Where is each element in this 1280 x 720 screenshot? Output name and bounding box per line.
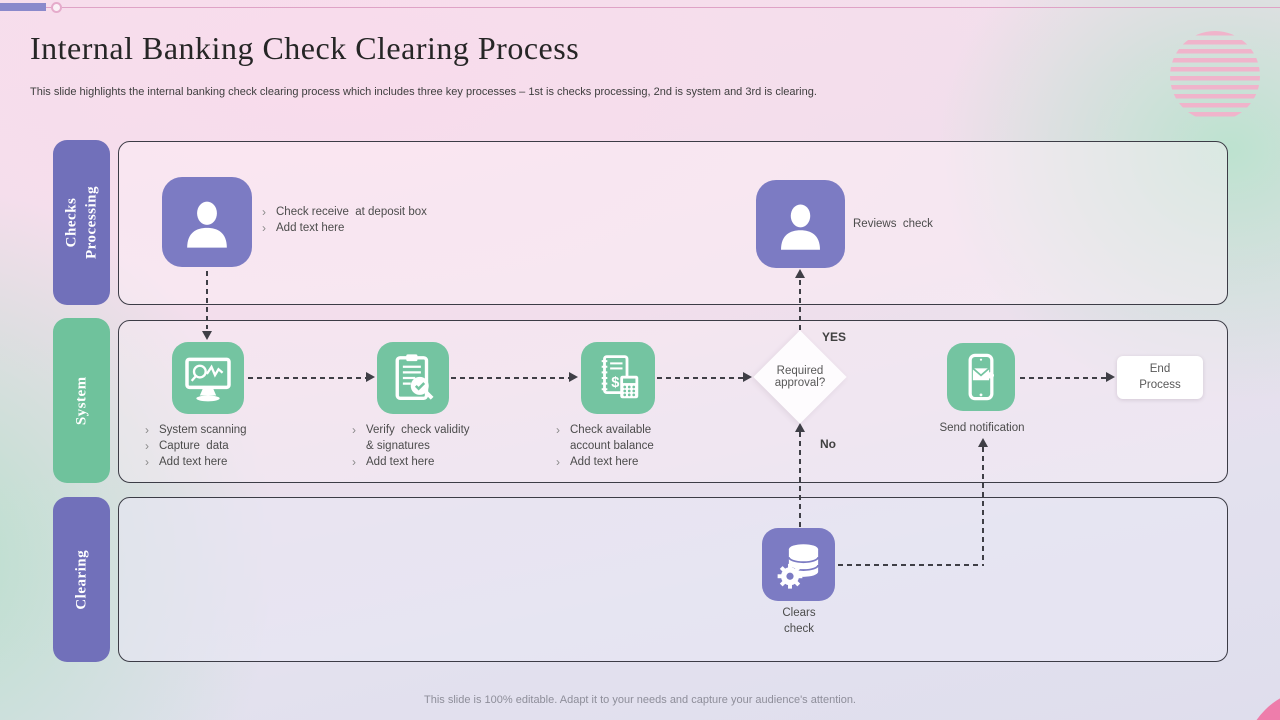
lane-label: Checks Processing — [63, 185, 99, 260]
verify-check-bullets: › Verify check validity & signatures › A… — [352, 422, 470, 470]
lane-system: System — [53, 318, 110, 483]
connector-decision-to-review — [799, 280, 801, 330]
arrowhead-up-icon — [795, 269, 805, 278]
arrowhead-up-icon — [978, 438, 988, 447]
connector-notification-to-end — [1020, 377, 1106, 379]
page-title: Internal Banking Check Clearing Process — [30, 30, 580, 66]
bullet-icon: › — [556, 455, 560, 469]
bullet-text: Check available — [570, 424, 652, 436]
clears-check-label: Clears check — [782, 607, 819, 635]
system-scanning-bullets: › System scanning › Capture data › Add t… — [145, 422, 247, 470]
review-person-tile — [756, 180, 845, 268]
decision-yes-label: YES — [822, 330, 847, 344]
bullet-text: Add text here — [366, 456, 435, 468]
bullet-text: Verify check validity — [366, 424, 470, 436]
clipboard-check-icon — [395, 354, 434, 400]
connector-balance-to-decision — [657, 377, 743, 379]
arrowhead-right-icon — [1106, 372, 1115, 382]
arrowhead-up-icon — [795, 423, 805, 432]
bullet-icon: › — [556, 423, 560, 437]
end-process-box: End Process — [1117, 356, 1203, 399]
page-subtitle: This slide highlights the internal banki… — [30, 86, 817, 98]
checks-processing-row-container — [118, 141, 1228, 305]
required-approval-decision: Required approval? — [753, 330, 847, 424]
deposit-bullets: › Check receive at deposit box › Add tex… — [262, 204, 427, 236]
top-accent-bar — [0, 3, 46, 11]
connector-clears-to-decision — [799, 432, 801, 528]
arrowhead-right-icon — [366, 372, 375, 382]
connector-clears-to-notification-horizontal — [838, 564, 984, 566]
account-balance-tile: $ — [581, 342, 655, 414]
monitor-scan-icon — [185, 357, 231, 402]
arrowhead-right-icon — [569, 372, 578, 382]
bullet-icon: › — [145, 423, 149, 437]
lane-checks-processing: Checks Processing — [53, 140, 110, 305]
send-notification-label: Send notification — [939, 422, 1025, 434]
system-row-container — [118, 320, 1228, 483]
top-divider-line — [0, 7, 1280, 8]
lane-label: System — [72, 376, 89, 425]
footer-note: This slide is 100% editable. Adapt it to… — [424, 694, 856, 706]
bullet-text: account balance — [570, 440, 654, 452]
lane-clearing: Clearing — [53, 497, 110, 662]
account-balance-bullets: › Check available account balance › Add … — [556, 422, 654, 470]
connector-clears-to-notification-vertical — [982, 447, 984, 565]
reviews-check-label: Reviews check — [853, 218, 933, 230]
person-icon — [187, 201, 227, 248]
bullet-icon: › — [262, 221, 266, 235]
bullet-text: System scanning — [159, 424, 247, 436]
end-process-label: End Process — [1139, 362, 1181, 391]
bullet-icon: › — [352, 455, 356, 469]
bullet-text: Check receive at deposit box — [276, 206, 427, 218]
bullet-icon: › — [145, 439, 149, 453]
ledger-calculator-icon: $ — [601, 355, 639, 399]
bullet-text: Add text here — [159, 456, 228, 468]
lane-label: Clearing — [72, 549, 89, 610]
clears-check-tile — [762, 528, 835, 601]
striped-circle-decoration — [1170, 31, 1260, 121]
decision-question: Required approval? — [774, 365, 827, 389]
connector-deposit-to-scan — [206, 271, 208, 329]
svg-text:$: $ — [611, 375, 619, 391]
top-line-knob — [51, 2, 62, 13]
person-icon — [781, 203, 820, 250]
bullet-text: Add text here — [276, 222, 345, 234]
decision-no-label: No — [820, 437, 836, 451]
connector-scan-to-verify — [248, 377, 366, 379]
phone-mail-icon — [968, 353, 994, 401]
bullet-icon: › — [352, 423, 356, 437]
deposit-person-tile — [162, 177, 252, 267]
bullet-text: Capture data — [159, 440, 229, 452]
database-gear-icon — [777, 543, 819, 589]
bullet-icon: › — [145, 455, 149, 469]
clearing-row-container — [118, 497, 1228, 662]
bullet-icon: › — [262, 205, 266, 219]
arrowhead-right-icon — [743, 372, 752, 382]
system-scanning-tile — [172, 342, 244, 414]
bullet-text: & signatures — [366, 440, 430, 452]
verify-check-tile — [377, 342, 449, 414]
arrowhead-down-icon — [202, 331, 212, 340]
connector-verify-to-balance — [451, 377, 569, 379]
send-notification-tile — [947, 343, 1015, 411]
bullet-text: Add text here — [570, 456, 639, 468]
